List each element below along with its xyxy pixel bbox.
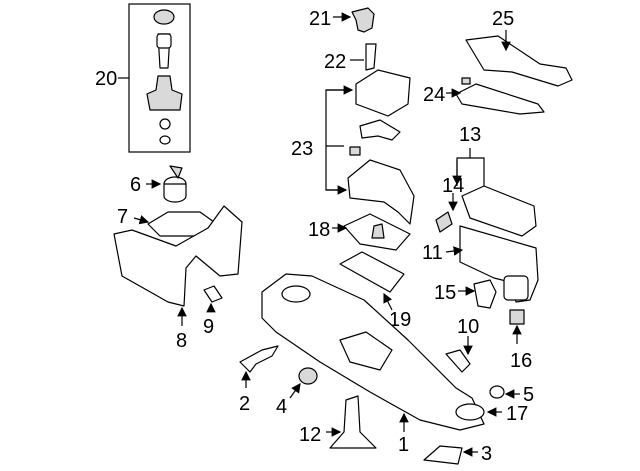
callout-18: 18	[308, 219, 330, 241]
part-24-brake-lever	[455, 77, 545, 115]
callout-22: 22	[324, 51, 346, 73]
callout-19: 19	[389, 309, 411, 331]
part-18-shift-boot	[343, 213, 411, 251]
callout-23: 23	[291, 138, 313, 160]
callout-13: 13	[459, 124, 481, 146]
part-16-clip	[509, 309, 525, 325]
callout-7: 7	[117, 206, 128, 228]
part-2-bracket	[239, 345, 279, 373]
callout-15: 15	[434, 282, 456, 304]
callout-12: 12	[299, 424, 321, 446]
callout-21: 21	[309, 8, 331, 30]
part-3-trim	[423, 445, 463, 465]
callout-17: 17	[506, 403, 528, 425]
callout-3: 3	[481, 443, 492, 465]
callout-6: 6	[130, 174, 141, 196]
part-9-clip	[203, 285, 223, 303]
part-14-latch	[435, 211, 453, 233]
callout-16: 16	[510, 350, 532, 372]
callout-10: 10	[457, 316, 479, 338]
part-22-shift-button	[365, 43, 377, 71]
part-4-plug	[298, 367, 318, 385]
part-10-insert	[445, 349, 471, 373]
callout-9: 9	[203, 316, 214, 338]
callout-24: 24	[423, 84, 445, 106]
part-21-shift-knob	[351, 7, 375, 33]
part-23-shifter-assembly	[347, 69, 415, 225]
callout-8: 8	[176, 330, 187, 352]
callout-1: 1	[398, 434, 409, 456]
callout-5: 5	[523, 384, 534, 406]
callout-25: 25	[492, 8, 514, 30]
callout-14: 14	[442, 175, 464, 197]
shift-knob-kit-box	[128, 3, 191, 153]
part-6-cup-holder	[163, 165, 187, 203]
part-11-armrest-base	[459, 225, 539, 303]
callout-2: 2	[239, 393, 250, 415]
part-5-cap	[489, 385, 505, 399]
part-8-lower-panel	[113, 205, 243, 307]
part-15-cup	[473, 279, 497, 309]
part-13-armrest-lid	[461, 185, 537, 237]
callout-4: 4	[276, 396, 287, 418]
part-19-bezel	[339, 251, 405, 293]
callout-11: 11	[422, 242, 443, 264]
part-12-bracket	[329, 395, 377, 449]
part-25-brake-handle-cover	[465, 35, 573, 87]
callout-20: 20	[95, 68, 117, 90]
part-1-console	[261, 273, 485, 431]
